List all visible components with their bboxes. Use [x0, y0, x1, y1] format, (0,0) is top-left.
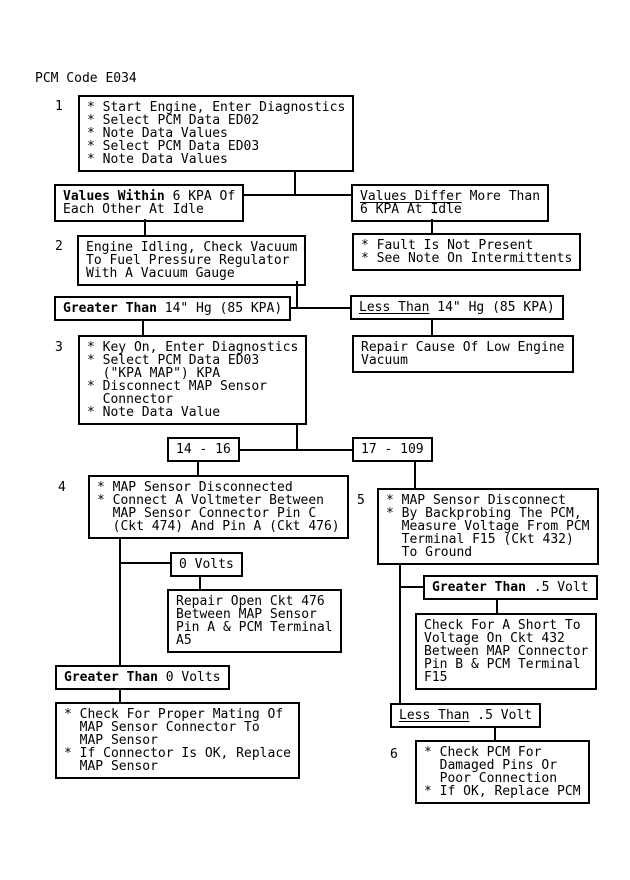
connector-less14-down [431, 319, 433, 335]
decision-greater-than-half-strong: Greater Than [432, 580, 526, 595]
decision-values-differ-rest: More Than 6 KPA At Idle [360, 189, 541, 217]
decision-range-17-109: 17 - 109 [352, 437, 433, 462]
connector-row2-horizontal [287, 307, 351, 309]
decision-values-differ: Values Differ More Than 6 KPA At Idle [351, 184, 550, 222]
decision-values-differ-underline: Values Differ [360, 189, 462, 204]
step-number-3: 3 [55, 340, 63, 355]
connector-branch-zero-volts [119, 562, 170, 564]
connector-greater-half-down [496, 600, 498, 613]
step-number-6: 6 [390, 747, 398, 762]
flow-box-check-short-to-voltage: Check For A Short To Voltage On Ckt 432 … [415, 613, 598, 690]
decision-less-than-14: Less Than 14" Hg (85 KPA) [350, 295, 564, 320]
step-number-2: 2 [55, 239, 63, 254]
decision-greater-than-0-rest: 0 Volts [157, 670, 221, 685]
connector-range1416-down [197, 462, 199, 475]
connector-branch-greater-half [399, 586, 424, 588]
flow-box-step1-start-engine: * Start Engine, Enter Diagnostics * Sele… [78, 95, 355, 172]
decision-less-than-14-rest: 14" Hg (85 KPA) [429, 300, 555, 315]
connector-box3-down [296, 423, 298, 451]
decision-values-within-rest: 6 KPA Of Each Other At Idle [63, 189, 236, 217]
connector-range17109-down [414, 462, 416, 488]
decision-greater-than-0-strong: Greater Than [64, 670, 158, 685]
flow-box-fault-not-present: * Fault Is Not Present * See Note On Int… [352, 233, 582, 271]
step-number-4: 4 [58, 480, 66, 495]
step-number-1: 1 [55, 99, 63, 114]
decision-greater-than-0-volts: Greater Than 0 Volts [55, 665, 230, 690]
connector-row3-horizontal [231, 449, 352, 451]
decision-greater-than-14-rest: 14" Hg (85 KPA) [156, 301, 283, 316]
page-title: PCM Code E034 [35, 71, 137, 86]
connector-zero-volts-down [199, 576, 201, 589]
flow-box-check-proper-mating: * Check For Proper Mating Of MAP Sensor … [55, 702, 300, 779]
decision-greater-than-half-rest: .5 Volt [525, 580, 589, 595]
flow-box-step6-check-pcm: * Check PCM For Damaged Pins Or Poor Con… [415, 740, 590, 804]
connector-box5-spine [399, 563, 401, 703]
decision-range-14-16: 14 - 16 [167, 437, 240, 462]
decision-less-than-half-rest: .5 Volt [469, 708, 533, 723]
decision-greater-than-14-strong: Greater Than [63, 301, 157, 316]
flow-box-step3-key-on: * Key On, Enter Diagnostics * Select PCM… [78, 335, 308, 425]
connector-greater14-down [142, 320, 144, 335]
flow-box-repair-cause-low-vacuum: Repair Cause Of Low Engine Vacuum [352, 335, 574, 373]
connector-box2-down [296, 281, 298, 309]
decision-values-within-strong: Values Within [63, 189, 165, 204]
connector-less-half-down [494, 728, 496, 740]
step-number-5: 5 [357, 493, 365, 508]
connector-row1-horizontal [239, 194, 352, 196]
decision-values-within: Values Within 6 KPA Of Each Other At Idl… [54, 184, 245, 222]
connector-values-differ-down [431, 219, 433, 233]
decision-greater-than-half-volt: Greater Than .5 Volt [423, 575, 598, 600]
decision-less-than-14-underline: Less Than [359, 300, 430, 315]
connector-values-within-down [144, 219, 146, 235]
connector-box1-down [294, 172, 296, 196]
decision-greater-than-14: Greater Than 14" Hg (85 KPA) [54, 296, 292, 321]
flow-box-step5-backprobe: * MAP Sensor Disconnect * By Backprobing… [377, 488, 599, 565]
flow-box-repair-open-ckt476: Repair Open Ckt 476 Between MAP Sensor P… [167, 589, 342, 653]
connector-greater0-down [119, 690, 121, 702]
flow-box-step4-voltmeter: * MAP Sensor Disconnected * Connect A Vo… [88, 475, 349, 539]
decision-less-than-half-underline: Less Than [399, 708, 470, 723]
flow-box-step2-engine-idling: Engine Idling, Check Vacuum To Fuel Pres… [77, 235, 307, 286]
decision-zero-volts: 0 Volts [170, 552, 243, 577]
decision-less-than-half-volt: Less Than .5 Volt [390, 703, 542, 728]
connector-box4-spine [119, 539, 121, 665]
